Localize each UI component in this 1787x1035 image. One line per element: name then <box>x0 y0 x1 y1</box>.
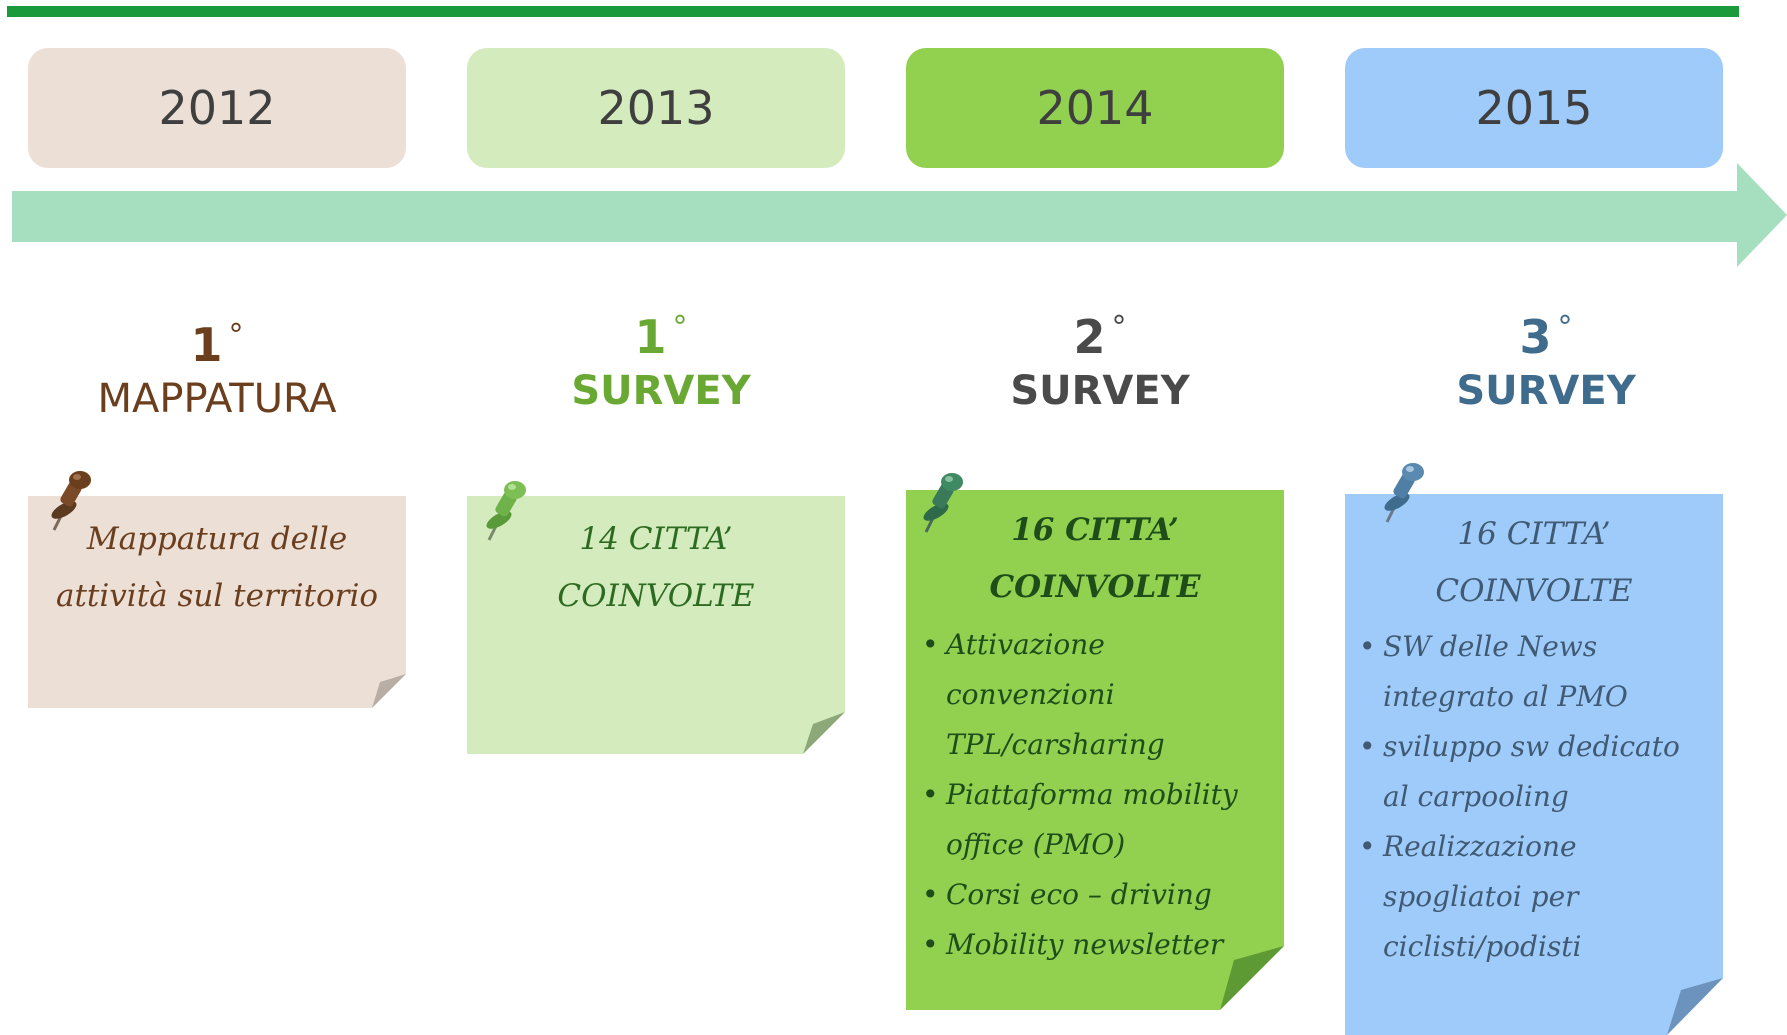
note-bullet-item: •Realizzazione <box>1359 830 1577 863</box>
phase-number: 3° <box>1519 310 1573 364</box>
note-bullet-item: office (PMO) <box>946 828 1126 861</box>
note-bullet-item: TPL/carsharing <box>946 728 1165 761</box>
pushpin-icon <box>923 473 963 533</box>
year-box-2013: 2013 <box>467 48 845 168</box>
top-accent-line <box>7 6 1739 17</box>
note-title-line: COINVOLTE <box>989 569 1201 605</box>
note-title-line: 16 CITTA’ <box>1011 512 1179 548</box>
phase-label-3: 2° SURVEY <box>911 300 1289 417</box>
note-title-line: Mappatura delle <box>86 521 348 557</box>
note-bullet-list: •SW delle News integrato al PMO •svilupp… <box>1345 622 1723 972</box>
note-title-line: attività sul territorio <box>55 578 379 614</box>
year-box-2012: 2012 <box>28 48 406 168</box>
phase-number: 1° <box>190 318 244 372</box>
note-bullet-item: •sviluppo sw dedicato <box>1359 730 1680 763</box>
pushpin-icon <box>486 481 526 541</box>
sticky-note-2013: 14 CITTA’ COINVOLTE <box>467 496 845 754</box>
year-box-2014: 2014 <box>906 48 1284 168</box>
note-bullet-item: •SW delle News <box>1359 630 1598 663</box>
phase-name: SURVEY <box>1456 368 1636 414</box>
note-bullet-item: •Attivazione <box>922 628 1105 661</box>
sticky-note-2014: 16 CITTA’ COINVOLTE •Attivazione convenz… <box>906 490 1284 1010</box>
note-bullet-item: integrato al PMO <box>1383 680 1628 713</box>
note-title-line: COINVOLTE <box>557 578 755 614</box>
sticky-note-2015: 16 CITTA’ COINVOLTE •SW delle News integ… <box>1345 494 1723 1035</box>
note-bullet-list: •Attivazione convenzioni TPL/carsharing … <box>906 620 1284 970</box>
note-title-line: 14 CITTA’ <box>579 521 733 557</box>
phase-number: 2° <box>1073 310 1127 364</box>
year-box-2015: 2015 <box>1345 48 1723 168</box>
note-bullet-item: convenzioni <box>946 678 1115 711</box>
phase-label-4: 3° SURVEY <box>1357 300 1735 417</box>
note-bullet-item: al carpooling <box>1383 780 1569 813</box>
note-title-line: 16 CITTA’ <box>1457 516 1611 552</box>
note-bullet-item: •Piattaforma mobility <box>922 778 1238 811</box>
note-bullet-item: •Mobility newsletter <box>922 928 1224 961</box>
sticky-note-2012: Mappatura delle attività sul territorio <box>28 496 406 708</box>
phase-label-2: 1° SURVEY <box>472 300 850 417</box>
phase-name: SURVEY <box>571 368 751 414</box>
phase-name: SURVEY <box>1010 368 1190 414</box>
note-bullet-item: ciclisti/podisti <box>1383 930 1582 963</box>
timeline-arrow <box>12 163 1787 267</box>
note-title-line: COINVOLTE <box>1435 573 1633 609</box>
pushpin-icon <box>51 471 91 531</box>
pushpin-icon <box>1384 463 1424 523</box>
phase-label-1: 1° MAPPATURA <box>28 308 406 425</box>
phase-name: MAPPATURA <box>97 376 337 422</box>
phase-number: 1° <box>634 310 688 364</box>
note-bullet-item: •Corsi eco – driving <box>922 878 1212 911</box>
note-bullet-item: spogliatoi per <box>1383 880 1579 913</box>
